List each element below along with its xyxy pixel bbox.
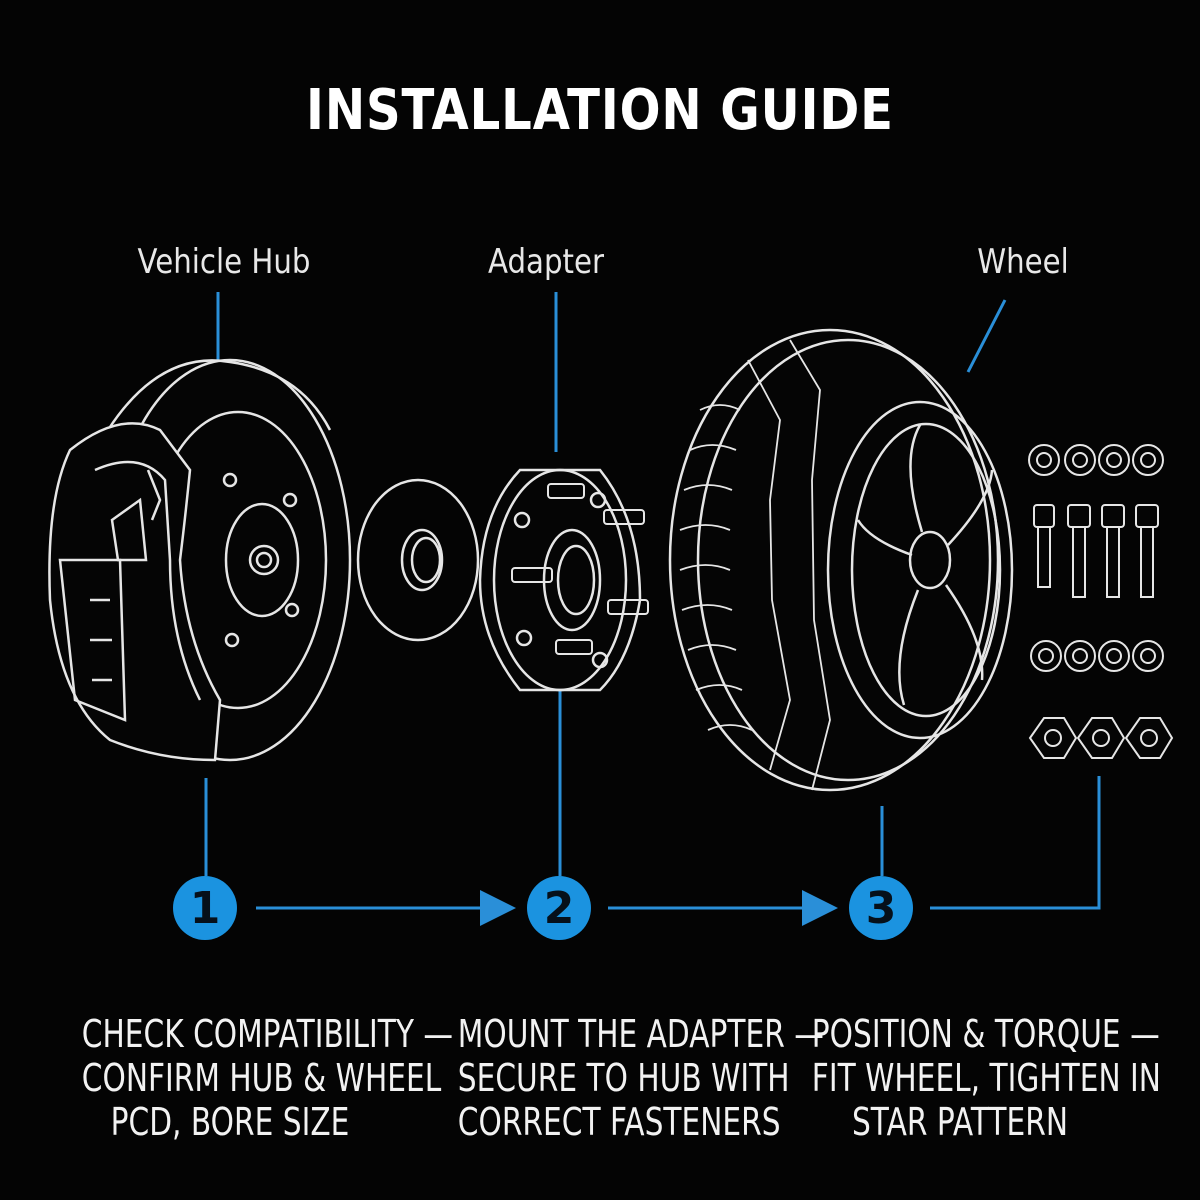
page-title: INSTALLATION GUIDE bbox=[306, 78, 894, 143]
step-2-line-2: SECURE TO HUB WITH bbox=[457, 1056, 790, 1100]
wheel-tire-icon bbox=[668, 328, 1014, 792]
label-adapter: Adapter bbox=[487, 242, 604, 282]
lug-nut-row-bottom bbox=[1028, 717, 1174, 759]
step-2-line-1: MOUNT THE ADAPTER — bbox=[457, 1012, 824, 1056]
step-2-caption: MOUNT THE ADAPTER — SECURE TO HUB WITH C… bbox=[457, 1012, 824, 1144]
lug-nuts-bolts-icon bbox=[1028, 444, 1174, 759]
leader-lines bbox=[216, 292, 1007, 452]
lug-bolt-row bbox=[1033, 504, 1159, 598]
step-3-line-2: FIT WHEEL, TIGHTEN IN bbox=[811, 1056, 1161, 1100]
connector-lines bbox=[204, 688, 1101, 910]
lug-nut-row-middle bbox=[1030, 640, 1164, 672]
step-1-line-1: CHECK COMPATIBILITY — bbox=[81, 1012, 454, 1056]
step-2-line-3: CORRECT FASTENERS bbox=[457, 1100, 781, 1144]
step-2-badge: 2 bbox=[527, 876, 591, 940]
step-1-badge: 1 bbox=[173, 876, 237, 940]
step-3-caption: POSITION & TORQUE — FIT WHEEL, TIGHTEN I… bbox=[811, 1012, 1161, 1144]
label-wheel: Wheel bbox=[977, 242, 1069, 282]
hub-centric-ring-icon bbox=[356, 478, 480, 642]
step-1-line-2: CONFIRM HUB & WHEEL bbox=[81, 1056, 442, 1100]
step-3-line-3: STAR PATTERN bbox=[851, 1100, 1069, 1144]
step-1-caption: CHECK COMPATIBILITY — CONFIRM HUB & WHEE… bbox=[81, 1012, 454, 1144]
brake-disc-caliper-icon bbox=[48, 358, 352, 762]
lug-nut-row-top bbox=[1028, 444, 1164, 476]
step-3-badge: 3 bbox=[849, 876, 913, 940]
wheel-adapter-icon bbox=[478, 468, 649, 692]
step-3-line-1: POSITION & TORQUE — bbox=[811, 1012, 1160, 1056]
label-vehicle-hub: Vehicle Hub bbox=[137, 242, 311, 282]
step-1-line-3: PCD, BORE SIZE bbox=[110, 1100, 350, 1144]
